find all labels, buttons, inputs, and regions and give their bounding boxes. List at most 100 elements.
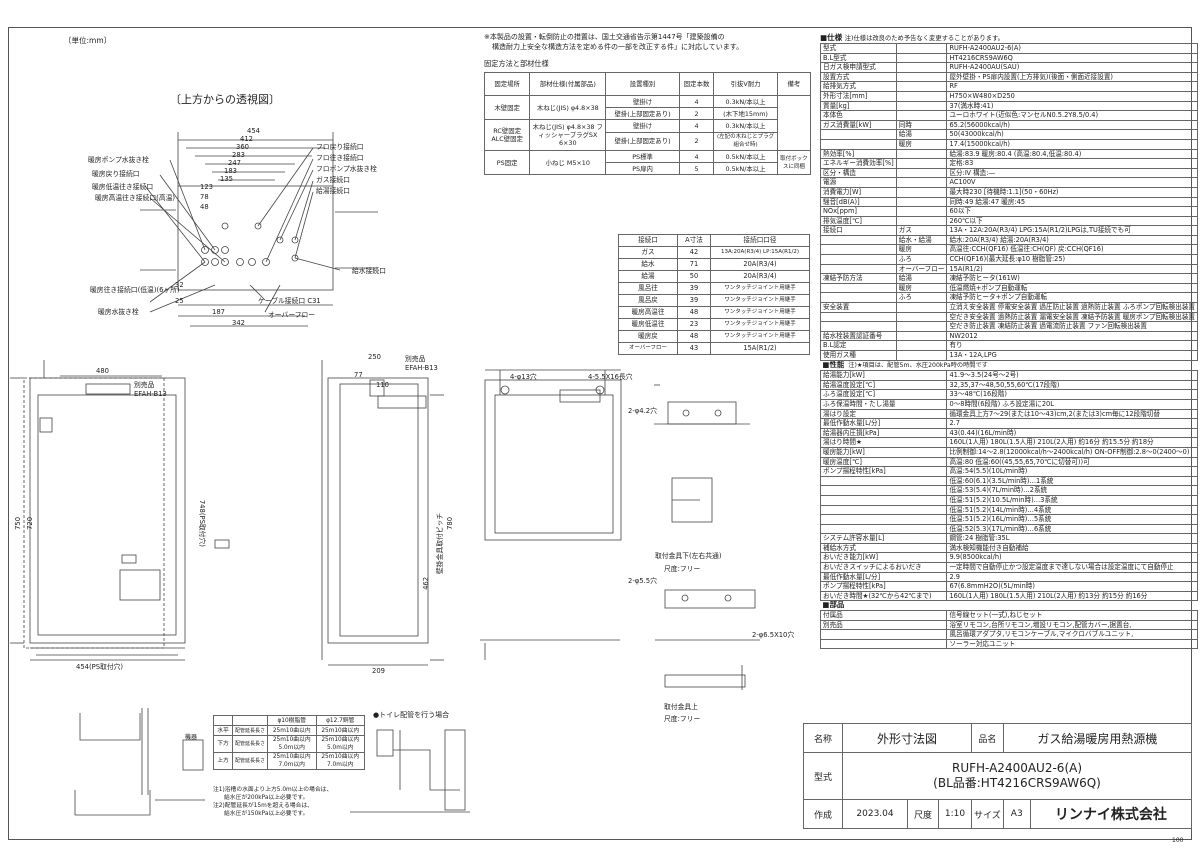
- spec-cell: 暖房能力[kW]: [819, 446, 948, 458]
- table-row: 給湯能力[kW]41.9〜3.5(24号〜2号): [819, 370, 1199, 381]
- pipe-cell: 25m10曲以内 7.0m以内: [315, 752, 365, 770]
- side-sep-part: 別売品: [405, 355, 426, 363]
- side-d3: 209: [372, 667, 385, 675]
- conn-cell: 暖房高温往: [618, 306, 678, 319]
- spec-cell: 低温燃焼+ポンプ自動運転: [946, 282, 1199, 294]
- table-row: システム許容水量[L]鋼管:24 樹脂管:35L: [819, 533, 1199, 544]
- pipe-cell: 水平: [213, 725, 233, 736]
- spec-cell: 41.9〜3.5(24号〜2号): [946, 370, 1199, 381]
- spec-cell: 60以下: [946, 206, 1199, 217]
- side-pitch: 462: [422, 576, 431, 590]
- table-row: 最低作動水量[L/分]2.9: [819, 571, 1199, 583]
- fix-cell: PS標準: [605, 150, 680, 163]
- fix-cell: 木ねじ(JIS) φ4.8×38 フィッシャープラグSX 6×30: [529, 119, 607, 151]
- spec-cell: B.L型式: [820, 52, 897, 64]
- top-label: ガス接続口: [316, 176, 350, 184]
- product-value: ガス給湯暖房用熱源機: [1002, 723, 1193, 753]
- spec-cell: 33〜48℃(16段階): [946, 389, 1199, 400]
- front-sep-part: 別売品: [134, 381, 155, 389]
- front-view-body: [29, 377, 186, 644]
- top-label: 暖房往き接続口(低温)(6ヶ所): [90, 286, 180, 294]
- table-row: 暖房高温往:CCH(QF16) 低温往:CH(QF) 戻:CCH(QF16): [820, 244, 1199, 256]
- spec-cell: 最低作動水量[L/分]: [819, 571, 948, 583]
- spec-cell: 32,35,37〜48,50,55,60℃(17段階): [946, 379, 1199, 391]
- bracket-upper: [664, 589, 756, 609]
- conn-cell: 15A(R1/2): [710, 342, 810, 355]
- table-row: 低温:52(5.3)(17L/min時)…6系統: [819, 523, 1199, 535]
- front-width: 480: [96, 367, 109, 375]
- conn-cell: 暖房低温往: [618, 318, 678, 331]
- fix-cell: PS固定: [483, 150, 531, 175]
- dim-text: 454: [247, 127, 260, 135]
- top-view-outline: [177, 185, 334, 291]
- dim-text: 25: [175, 297, 184, 305]
- spec-cell: 給水・給湯: [895, 234, 948, 246]
- bracket-lower-scale: 尺度:フリー: [664, 565, 701, 573]
- fix-header: 備考: [776, 72, 812, 96]
- fix-cell: 5: [678, 162, 715, 175]
- conn-cell: ワンタッチジョイント用継手: [710, 318, 810, 331]
- name-label: 名称: [803, 723, 843, 753]
- spec-cell: [820, 321, 897, 332]
- side-sep-code: EFAH-B13: [405, 364, 438, 372]
- spec-cell: 暖房: [895, 138, 948, 150]
- pipe-cell: 25m10曲以内 5.0m以内: [267, 735, 317, 753]
- spec-cell: [820, 292, 897, 304]
- table-row: 低温:51(5.2)(10.5L/min時)…3系統: [819, 494, 1199, 506]
- spec-cell: 高温:80 低温:60((45,55,65,70℃に切替可))可: [946, 456, 1199, 468]
- spec-cell: [819, 475, 948, 487]
- spec-cell: [895, 340, 948, 351]
- spec-cell: ガス消費量[kW]: [820, 119, 897, 131]
- pipe-header: [213, 715, 233, 726]
- spec-cell: おいだき時間★(32℃から42℃まで): [819, 590, 948, 602]
- spec-cell: [895, 100, 948, 112]
- machine-label: 機器: [185, 734, 198, 741]
- unit-label: 〔単位:mm〕: [64, 36, 112, 45]
- spec-cell: [820, 244, 897, 256]
- spec-cell: 低温:52(5.3)(17L/min時)…6系統: [946, 523, 1199, 535]
- table-row: 本体色ユーロホワイト(近似色:マンセルN0.5.2Y8.5/0.4): [820, 110, 1199, 121]
- spec-cell: [819, 629, 948, 640]
- spec-cell: [895, 215, 948, 227]
- spec-cell: [895, 196, 948, 208]
- conn-cell: 42: [677, 246, 711, 259]
- section-title-text: ■性能: [822, 360, 845, 369]
- table-row: 給水・給湯給水:20A(R3/4) 給湯:20A(R3/4): [820, 234, 1199, 246]
- section-title-text: ■部品: [822, 600, 845, 610]
- spec-cell: HT4216CRS9AW6Q: [946, 52, 1199, 64]
- spec-cell: 給湯温度設定[℃]: [819, 379, 948, 391]
- fix-header: 固定場所: [483, 72, 531, 96]
- table-row: 排気温度[℃]260℃以下: [820, 215, 1199, 227]
- spec-cell: [895, 206, 948, 217]
- pipe-note: 給水圧が200kPa以上必要です。: [224, 795, 309, 801]
- bracket-h1: 4-φ13穴: [510, 373, 537, 381]
- spec-cell: [819, 494, 948, 506]
- pipe-cell: 配管延長長さ: [231, 752, 269, 770]
- side-d2: 77: [354, 371, 363, 379]
- spec-cell: H750×W480×D250: [946, 90, 1199, 102]
- table-row: 区分・構造区分:Ⅳ 構造:―: [820, 167, 1199, 179]
- front-height-1: 750: [14, 516, 23, 530]
- spec-cell: 騒音[dB(A)]: [820, 196, 897, 208]
- company-name: リンナイ株式会社: [1029, 799, 1193, 829]
- dim-text: 78: [200, 193, 209, 201]
- top-label: 暖房低温往き接続口: [92, 183, 154, 191]
- dim-text: 32: [175, 281, 184, 289]
- spec-cell: 給湯: [895, 129, 948, 140]
- spec-cell: 9.9(8500kcal/h): [946, 552, 1199, 564]
- table-row: B.L認定有り: [820, 340, 1199, 351]
- spec-cell: ガス: [895, 225, 948, 236]
- spec-cell: 給水:20A(R3/4) 給湯:20A(R3/4): [946, 234, 1199, 246]
- table-row: 給湯器内圧損[kPa]43(0.44)(16L/min時): [819, 427, 1199, 439]
- spec-cell: 43(0.44)(16L/min時): [946, 427, 1199, 439]
- spec-cell: 別売品: [819, 619, 948, 631]
- conn-cell: 43: [677, 342, 711, 355]
- dim-text: 360: [236, 143, 249, 151]
- spec-cell: おいだきスイッチによるおいだき: [819, 562, 948, 573]
- spec-cell: 循環金具上方7〜29(または10〜43)cm,2(または3)cm毎に12段階切替: [946, 408, 1199, 420]
- spec-cell: 0〜8時間(6段階) ふろ設定湯に20L: [946, 398, 1199, 410]
- front-depth: 250: [368, 353, 381, 361]
- spec-cell: 信号線セット(一式),ねじセット: [946, 610, 1199, 621]
